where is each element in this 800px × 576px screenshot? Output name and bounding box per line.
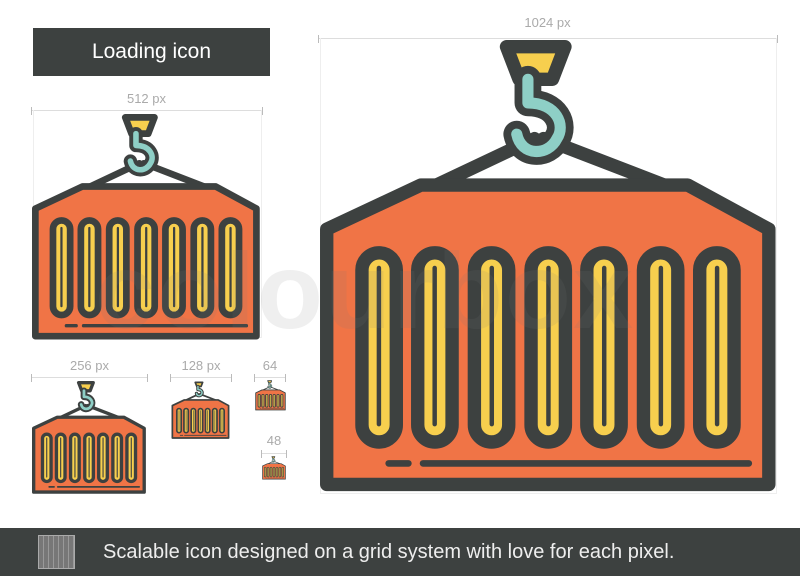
- dimension-guide-1024: [318, 35, 778, 43]
- size-label-64: 64: [262, 358, 278, 373]
- container-crane-icon-48: [262, 456, 286, 480]
- container-crane-icon-1024: [316, 36, 780, 500]
- size-label-128: 128 px: [181, 358, 221, 373]
- size-label-48: 48: [266, 433, 282, 448]
- page-title: Loading icon: [33, 28, 270, 76]
- dimension-guide-64: [254, 374, 286, 382]
- container-crane-icon-128: [171, 381, 230, 440]
- footer-text: Scalable icon designed on a grid system …: [103, 540, 675, 563]
- dimension-guide-128: [170, 374, 232, 382]
- footer-bar: Scalable icon designed on a grid system …: [0, 528, 800, 576]
- size-label-256: 256 px: [69, 358, 110, 373]
- size-label-512: 512 px: [126, 91, 167, 106]
- icon-frame-1024: [320, 38, 777, 494]
- pixel-grid-icon: [38, 535, 75, 569]
- dimension-guide-256: [31, 374, 148, 382]
- container-crane-icon-512: [30, 112, 262, 344]
- size-label-1024: 1024 px: [524, 15, 571, 30]
- container-crane-icon-256: [31, 380, 147, 496]
- dimension-guide-512: [31, 107, 263, 115]
- container-crane-icon-64: [255, 380, 286, 411]
- dimension-guide-48: [261, 450, 287, 458]
